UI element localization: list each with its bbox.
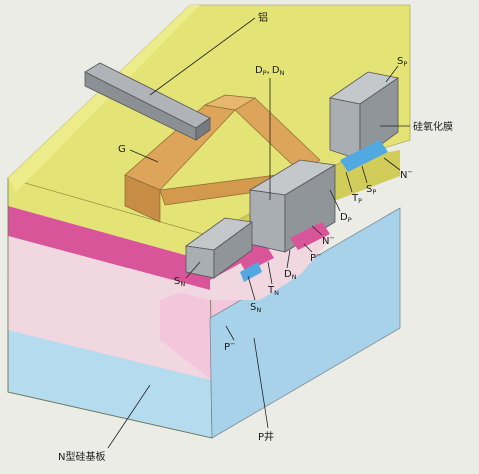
label-sn-lower: SN (250, 302, 261, 314)
drain-front-face (249, 189, 286, 253)
p-plus-sn-blue (240, 262, 262, 282)
leader-pminus-center (303, 243, 313, 253)
leader-gate (129, 149, 159, 163)
leader-sn-upper (185, 261, 201, 279)
gate-arm-far (203, 94, 257, 111)
label-nminus-right: N− (400, 168, 413, 181)
leader-nsub (107, 384, 151, 449)
leader-tp (345, 171, 353, 193)
oxide-front-lower (8, 178, 210, 262)
aluminum-wire (84, 62, 211, 141)
n-plus-region-magenta (290, 222, 330, 250)
leader-sp-lower (361, 165, 368, 184)
leader-tn (267, 261, 273, 285)
label-tn: TN (267, 285, 279, 297)
sn-side-face (213, 221, 253, 279)
sp-side-face (359, 77, 399, 161)
drain-side-face (284, 164, 336, 253)
leader-aluminum (149, 17, 256, 96)
label-sp-lower: SP (366, 184, 376, 196)
p-plus-region-blue (340, 140, 388, 172)
leader-pwell (253, 337, 269, 429)
label-sn-upper: SN (174, 276, 185, 288)
leader-nminus-right (383, 157, 401, 171)
leader-dp (329, 189, 341, 212)
label-n-substrate: N型硅基板 (58, 450, 105, 463)
leader-sp (385, 65, 399, 83)
label-sp-top: SP (397, 56, 407, 68)
p-well-front (8, 240, 210, 380)
leader-nminus-center (311, 225, 323, 236)
label-gate: G (118, 144, 126, 155)
aluminum-wire-end (195, 117, 211, 141)
n-plus-magenta-front (8, 206, 210, 290)
label-oxide: 硅氧化膜 (413, 120, 453, 133)
oxide-top-band (8, 5, 200, 192)
leader-pminus-left (225, 325, 235, 341)
label-dp-dn: DP,DN (255, 65, 285, 77)
label-pwell: P井 (258, 430, 274, 443)
diagram-labels: 铝 G DP,DN SP 硅氧化膜 N− SP TP DP N− P− DN T… (58, 12, 453, 463)
leader-sn-lower (247, 275, 256, 301)
pink-band-front (8, 236, 210, 300)
leader-dn (286, 249, 291, 269)
n-plus-sn-magenta (240, 248, 274, 272)
diffusion-regions (240, 140, 388, 282)
label-nminus-center: N− (322, 234, 335, 247)
label-tp: TP (351, 193, 362, 205)
label-pminus-center: P− (310, 251, 321, 264)
source-p-contact-block (328, 71, 400, 161)
leader-lines (107, 17, 410, 449)
label-dp: DP (340, 212, 352, 224)
label-aluminum: 铝 (258, 12, 268, 24)
label-dn: DN (284, 269, 297, 281)
sp-front-face (329, 97, 361, 161)
gate-front-face (124, 174, 161, 223)
n-substrate-side (209, 207, 401, 439)
label-pminus-left: P− (224, 340, 235, 353)
